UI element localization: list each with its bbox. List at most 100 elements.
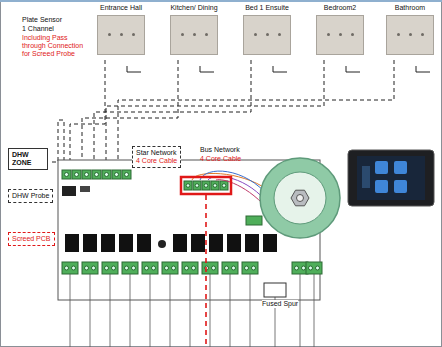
screen-button [394,180,407,193]
plate-sensor: Bedroom2 [316,4,364,55]
probe-lead [346,66,360,72]
terminal-block [246,216,262,225]
highlight-arrow [205,195,207,347]
bus-terminal [193,181,201,190]
terminal-block [72,170,81,179]
screen [357,156,425,200]
sensor-button [108,33,111,36]
terminal-screw [192,266,196,270]
transformer-core [274,172,326,224]
sensor-button [266,33,269,36]
terminal-screw [145,266,149,270]
annotation: Plate Sensor [22,16,62,24]
output-wire [300,274,301,347]
terminal-screw [95,173,99,177]
output-wire [230,274,231,347]
room-name: Bed 1 Ensuite [243,4,291,12]
sensor-button [351,33,354,36]
terminal-screw [85,173,89,177]
relay [158,240,166,248]
plate-sensor: Bed 1 Ensuite [243,4,291,55]
terminal-screw [65,173,69,177]
terminal-block [122,170,131,179]
plate-sensor: Bathroom [386,4,434,55]
network-box: Star Network4 Core Cable [132,146,181,168]
sensor-button [254,33,257,36]
node-title: Star Network [136,149,177,157]
bus-terminal [220,181,228,190]
sensor-button [278,33,281,36]
terminal-screw [232,266,236,270]
sensor-button [132,33,135,36]
bus-terminal [184,181,192,190]
terminal-screw [172,266,176,270]
terminal-block [92,170,101,179]
node-title: DHW ZONE [12,151,44,167]
room-name: Bathroom [386,4,434,12]
terminal-screw [65,266,69,270]
terminal-screw [165,266,169,270]
node-title: DHW Probe [12,192,49,200]
sensor-button [409,33,412,36]
output-wire [130,274,131,347]
terminal-block [102,170,111,179]
sensor-button [120,33,123,36]
sensor-button [193,33,196,36]
transformer-bolt [297,195,304,202]
sensor-button [339,33,342,36]
bus-terminal [202,181,210,190]
relay [227,234,241,252]
room-name: Kitchen/ Dining [170,4,218,12]
plate-sensor: Entrance Hall [97,4,145,55]
sensor-wire [106,60,324,170]
terminal-screw [302,266,306,270]
sensor-button [421,33,424,36]
output-wire [250,274,251,347]
annotation: 1 Channel [22,25,54,33]
output-wire [90,274,91,347]
room-name: Entrance Hall [97,4,145,12]
terminal-block [112,170,121,179]
sensor-plate [170,15,218,55]
ic-chip [62,186,76,196]
relay [101,234,115,252]
terminal-screw [125,173,129,177]
sensor-plate [243,15,291,55]
output-wire [190,274,191,347]
node-note: 4 Core Cable [136,157,177,165]
terminal-screw [92,266,96,270]
probe-lead [273,66,287,72]
terminal-screw [85,266,89,270]
terminal-screw [105,266,109,270]
terminal-screw [72,266,76,270]
sensor-plate [97,15,145,55]
terminal-screw [132,266,136,270]
terminal-screw [186,184,190,188]
terminal-block [162,262,178,274]
terminal-screw [245,266,249,270]
node-title: Screed PCB [12,235,51,243]
pcb-box: Screed PCB [8,232,55,246]
zone-box: DHW ZONE [8,148,48,170]
terminal-block [82,262,98,274]
relay [137,234,151,252]
terminal-block [102,262,118,274]
screen-button [394,161,407,174]
output-wire [110,274,111,347]
terminal-screw [185,266,189,270]
terminal-screw [212,266,216,270]
terminal-block [62,170,71,179]
sensor-plate [316,15,364,55]
bus-terminal [211,181,219,190]
terminal-block [306,262,322,274]
terminal-screw [115,173,119,177]
touchscreen [348,150,434,206]
highlight-box [181,177,231,194]
relay [65,234,79,252]
screen-button [375,180,388,193]
terminal-screw [195,184,199,188]
transformer [260,158,340,238]
output-wire [170,274,171,347]
